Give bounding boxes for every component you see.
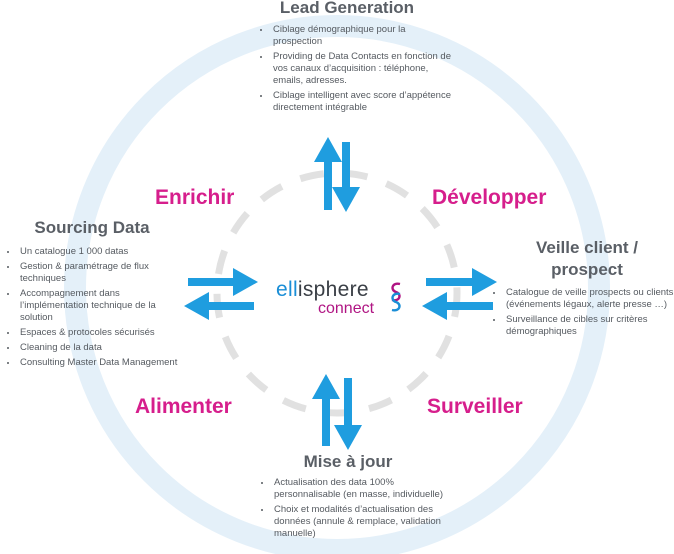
list-item: Catalogue de veille prospects ou clients… bbox=[504, 287, 674, 311]
double-arrow-icon-right bbox=[422, 268, 497, 320]
veille-client-title-line2: prospect bbox=[551, 260, 623, 279]
verb-enrichir: Enrichir bbox=[155, 186, 235, 209]
inner-dashed-circle bbox=[213, 169, 461, 417]
list-item: Cleaning de la data bbox=[18, 342, 188, 354]
veille-client-title: Veille client / prospect bbox=[512, 237, 662, 281]
mise-a-jour-list: Actualisation des data 100% personnalisa… bbox=[258, 477, 452, 543]
veille-client-list: Catalogue de veille prospects ou clients… bbox=[490, 287, 674, 341]
mise-a-jour-title: Mise à jour bbox=[303, 452, 393, 471]
verb-alimenter: Alimenter bbox=[135, 395, 232, 418]
list-item: Choix et modalités d’actualisation des d… bbox=[272, 504, 452, 540]
list-item: Gestion & paramétrage de flux techniques bbox=[18, 261, 188, 285]
verb-surveiller: Surveiller bbox=[427, 395, 523, 418]
lead-generation-title: Lead Generation bbox=[279, 0, 415, 17]
sourcing-data-title: Sourcing Data bbox=[34, 218, 150, 237]
logo-wordmark: ellisphere bbox=[276, 279, 369, 301]
ellisphere-logo-mark-icon bbox=[391, 282, 401, 312]
list-item: Actualisation des data 100% personnalisa… bbox=[272, 477, 452, 501]
sourcing-data-list: Un catalogue 1 000 datasGestion & paramé… bbox=[4, 246, 188, 372]
list-item: Ciblage intelligent avec score d’appéten… bbox=[271, 90, 451, 114]
list-item: Accompagnement dans l’implémentation tec… bbox=[18, 288, 188, 324]
logo-subtitle: connect bbox=[318, 300, 375, 317]
logo-word-rest: isphere bbox=[297, 278, 369, 301]
list-item: Consulting Master Data Management bbox=[18, 357, 188, 369]
list-item: Providing de Data Contacts en fonction d… bbox=[271, 51, 451, 87]
double-arrow-icon-top bbox=[314, 137, 360, 212]
list-item: Un catalogue 1 000 datas bbox=[18, 246, 188, 258]
lead-generation-list: Ciblage démographique pour la prospectio… bbox=[257, 24, 451, 117]
list-item: Espaces & protocoles sécurisés bbox=[18, 327, 188, 339]
verb-developper: Développer bbox=[432, 186, 547, 209]
outer-ring bbox=[64, 15, 610, 554]
double-arrow-icon-left bbox=[184, 268, 258, 320]
double-arrow-icon-bottom bbox=[312, 374, 362, 450]
veille-client-title-line1: Veille client / bbox=[535, 238, 639, 257]
ellisphere-connect-logo: ellisphere connect bbox=[268, 277, 418, 321]
list-item: Surveillance de cibles sur critères démo… bbox=[504, 314, 674, 338]
list-item: Ciblage démographique pour la prospectio… bbox=[271, 24, 451, 48]
logo-word-prefix: ell bbox=[276, 278, 298, 301]
